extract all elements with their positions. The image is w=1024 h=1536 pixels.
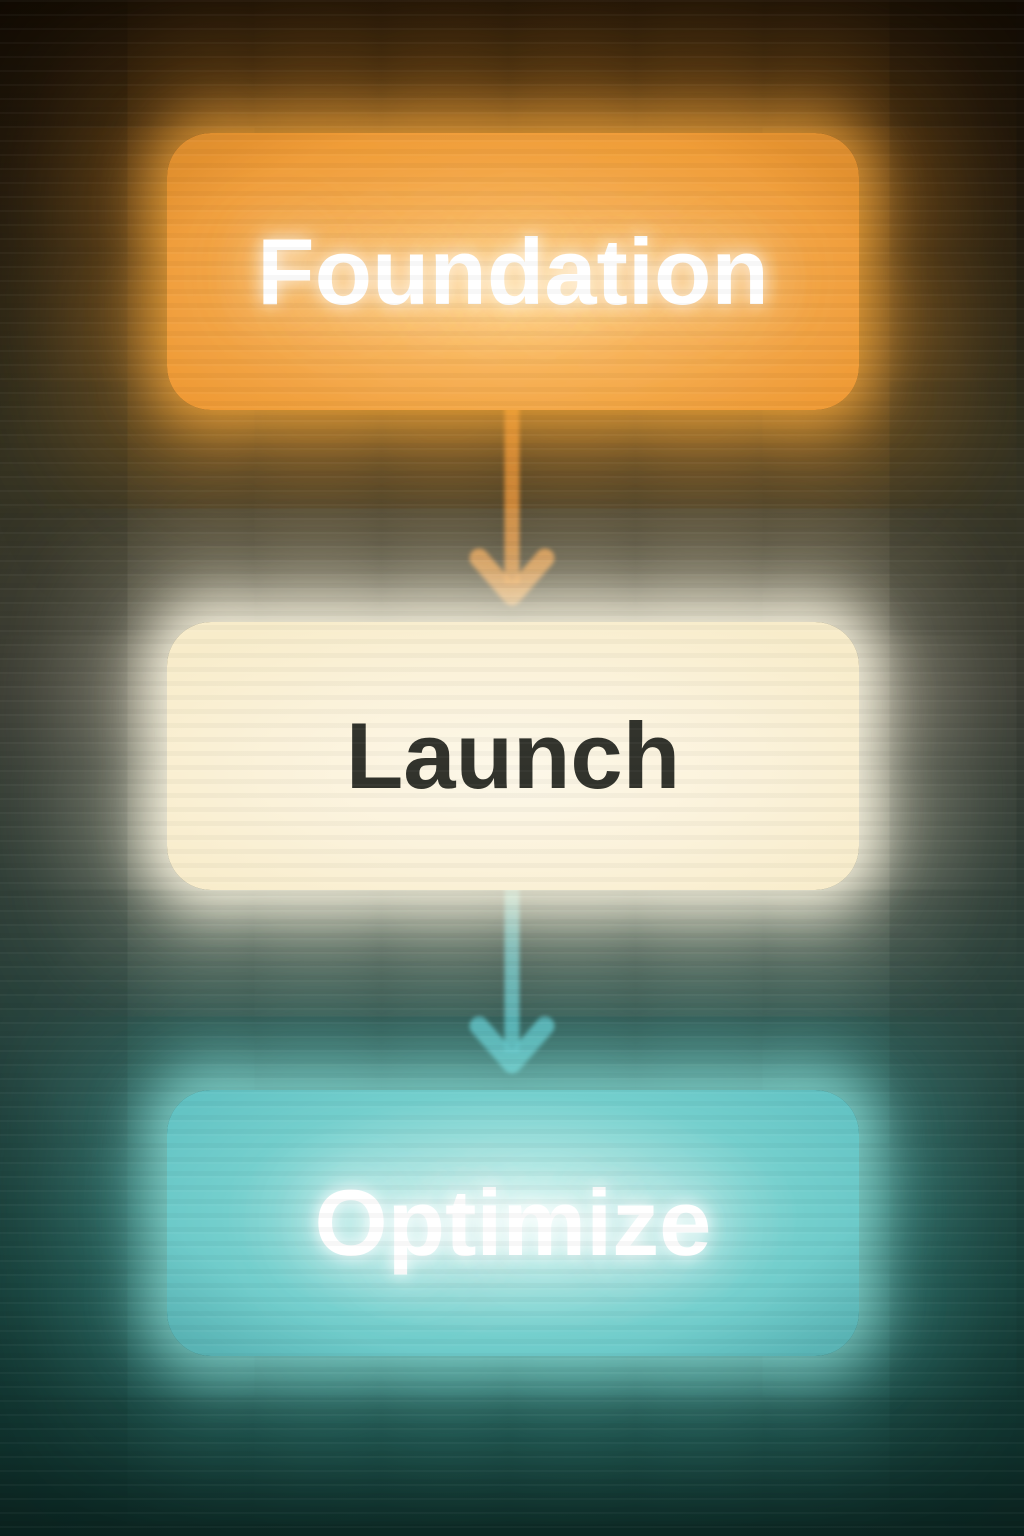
arrow-down-launch-to-optimize-icon — [469, 888, 555, 1074]
arrow-down-foundation-to-launch-icon — [469, 406, 555, 606]
node-foundation-label: Foundation — [257, 218, 769, 324]
node-launch: Launch — [167, 622, 859, 890]
node-optimize: Optimize — [167, 1090, 859, 1356]
node-optimize-label: Optimize — [314, 1170, 712, 1275]
node-foundation: Foundation — [167, 133, 859, 410]
node-launch-label: Launch — [345, 703, 681, 808]
